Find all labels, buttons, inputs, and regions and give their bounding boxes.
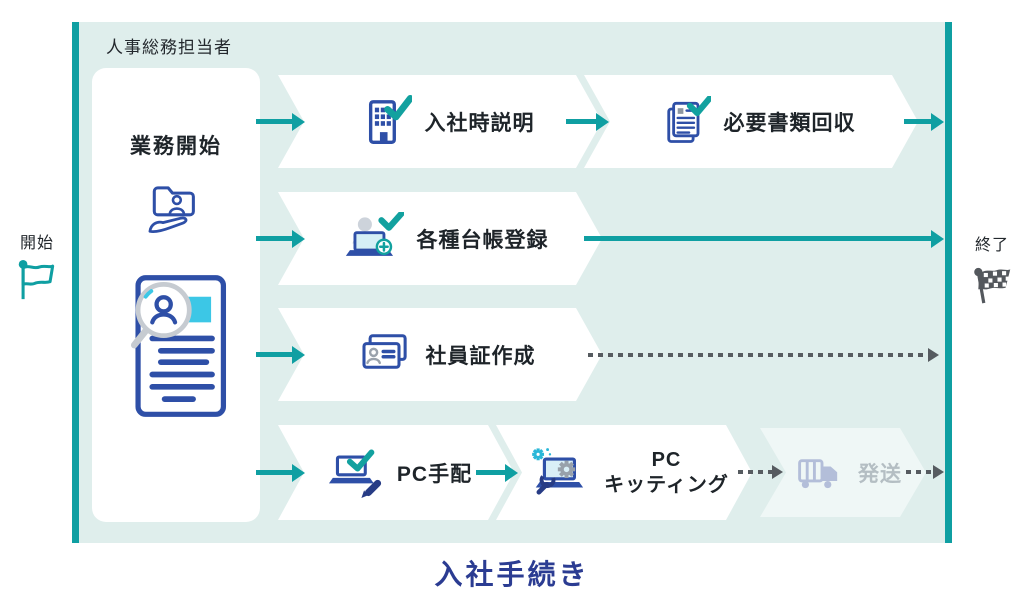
flow-arrow-pc-to-kitting (476, 470, 505, 475)
end-terminal: 終了 (964, 231, 1020, 306)
start-terminal: 開始 (10, 229, 64, 302)
flow-arrow-ledger-to-end (584, 236, 931, 241)
end-flag-icon (974, 267, 1011, 304)
step-ledger-registration: 各種台帳登録 (278, 192, 602, 285)
step-pc-kitting-line2: キッティング (604, 473, 729, 496)
building-check-icon (358, 95, 412, 149)
laptop-wrench-gears-icon (531, 447, 591, 498)
step-orientation: 入社時説明 (278, 75, 602, 168)
start-label: 開始 (19, 235, 54, 252)
step-pc-arrangement-label: PC手配 (396, 462, 473, 486)
laptop-user-plus-icon (344, 212, 404, 265)
step-employee-id: 社員証作成 (278, 308, 602, 401)
step-employee-id-label: 社員証作成 (425, 344, 536, 368)
dashed-arrow-kitting-to-shipping (738, 470, 772, 474)
id-card-icon (357, 332, 413, 378)
step-collect-documents: 必要書類回収 (584, 75, 918, 168)
step-pc-kitting-line1: PC (651, 448, 682, 471)
step-pc-kitting: PC キッティング (496, 425, 752, 520)
flow-arrow-orientation-to-documents (566, 119, 596, 124)
flow-arrow-to-ledger (256, 236, 292, 241)
step-shipping: 発送 (760, 428, 926, 517)
truck-icon (796, 456, 848, 490)
flow-arrow-to-orientation (256, 119, 292, 124)
business-start-box: 業務開始 (92, 68, 260, 522)
step-ledger-registration-label: 各種台帳登録 (416, 228, 549, 252)
start-flag-icon (18, 260, 55, 300)
flow-arrow-documents-to-end (904, 119, 931, 124)
laptop-pencil-icon (328, 447, 384, 498)
end-label: 終了 (974, 237, 1009, 254)
documents-check-icon (659, 96, 711, 148)
business-start-label: 業務開始 (130, 135, 222, 158)
step-orientation-label: 入社時説明 (424, 111, 535, 135)
dashed-arrow-employee-id-to-end (588, 353, 928, 357)
step-collect-documents-label: 必要書類回収 (723, 111, 856, 135)
flow-arrow-to-pc (256, 470, 292, 475)
folder-person-hand-icon (148, 186, 195, 234)
step-pc-kitting-label: PC キッティング (604, 448, 729, 498)
step-shipping-label: 発送 (858, 462, 902, 486)
resume-magnifier-icon (130, 275, 227, 417)
flow-arrow-to-employee-id (256, 352, 292, 357)
diagram-title: 入社手続き (434, 559, 590, 590)
lane-label: 人事総務担当者 (106, 38, 232, 57)
step-pc-arrangement: PC手配 (278, 425, 514, 520)
dashed-arrow-shipping-to-end (906, 470, 933, 474)
